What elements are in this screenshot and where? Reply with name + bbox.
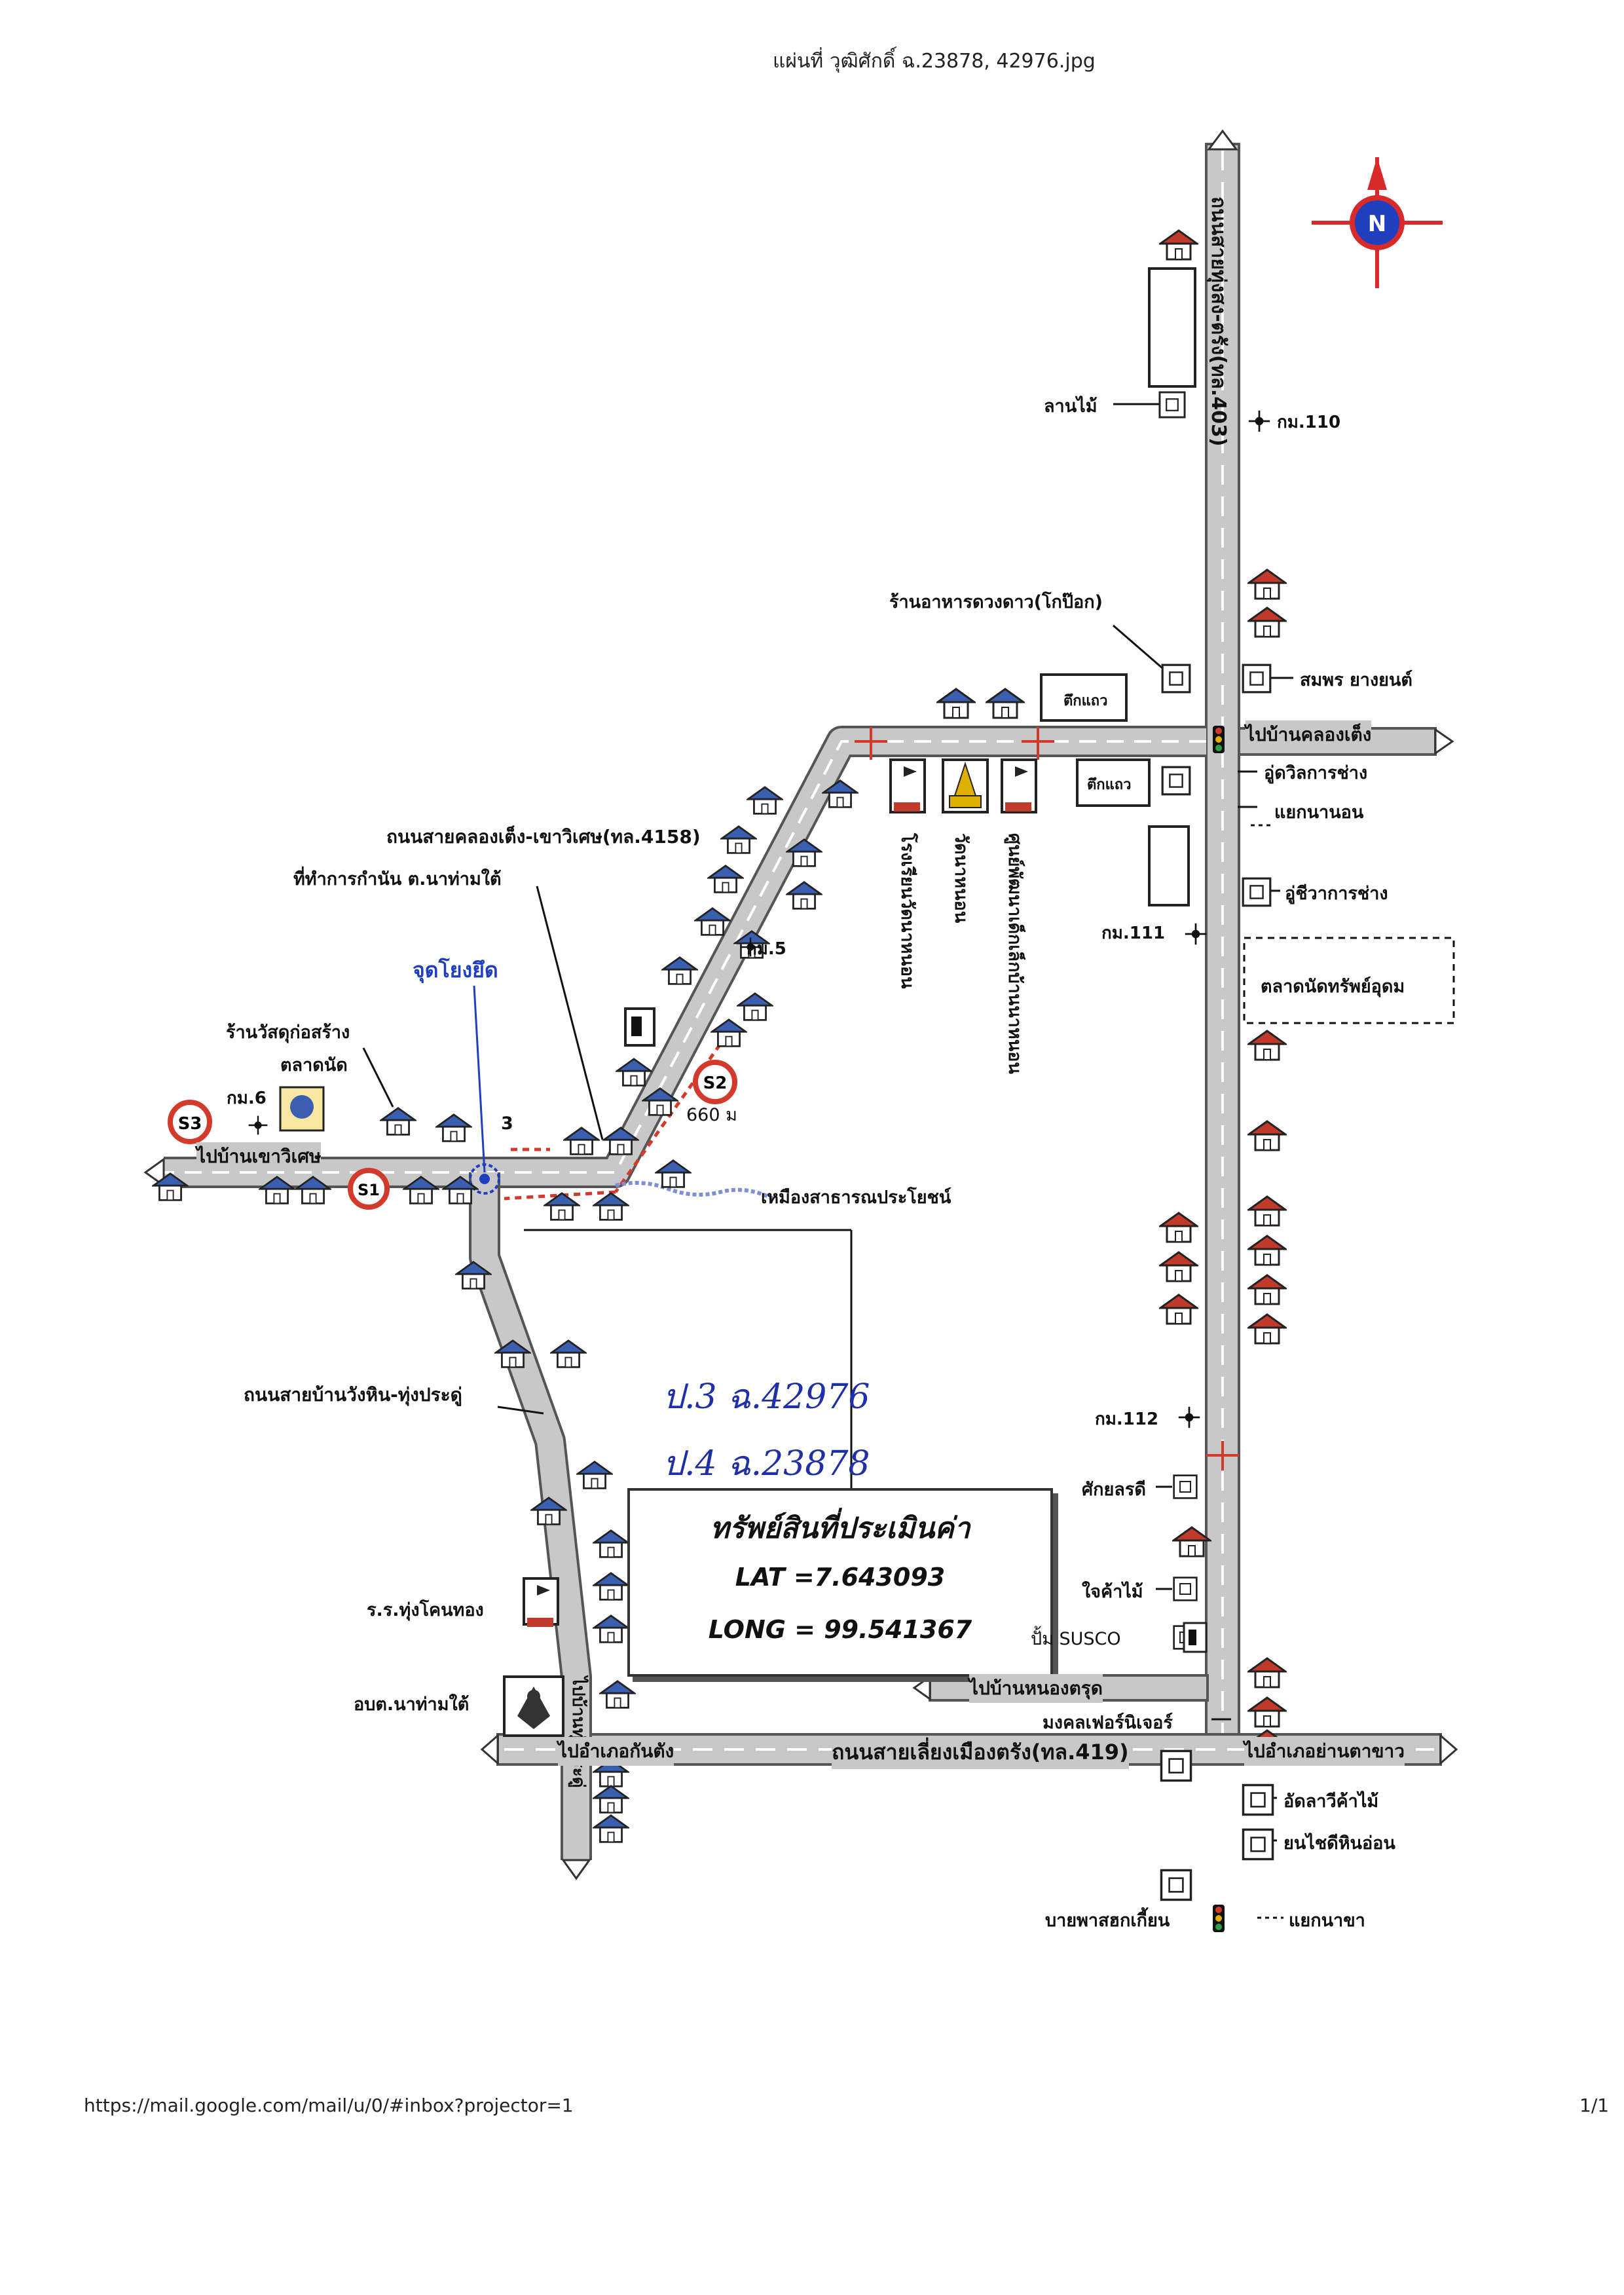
mine-stream-line: [615, 1181, 774, 1201]
label-sompong: สมพร ยางยนต์: [1300, 670, 1412, 690]
label-shophouse-1: ตึกแถว: [1063, 693, 1108, 709]
label-shophouse-2: ตึกแถว: [1087, 777, 1132, 793]
label-material-shop: ร้านวัสดุก่อสร้าง: [226, 1022, 350, 1043]
compass-letter: N: [1368, 211, 1386, 237]
label-mongkol: มงคลเฟอร์นิเจอร์: [1043, 1713, 1173, 1733]
label-saktidet: ศักยลรดี: [1082, 1480, 1146, 1500]
label-reference-point: จุดโยงยึด: [413, 958, 498, 982]
talad-nat-box: [1243, 937, 1455, 1024]
label-yonchai: ยนไชดีหินอ่อน: [1283, 1833, 1395, 1854]
route-sign-s2: S2: [693, 1060, 737, 1104]
label-talad-nat-subudom: ตลาดนัดทรัพย์อุดม: [1261, 977, 1405, 997]
direction-to-thung-pradu: ไปบ้านทุ่งประดู่: [568, 1677, 588, 1788]
footer-url[interactable]: https://mail.google.com/mail/u/0/#inbox?…: [84, 2095, 574, 2116]
wang-hin-road-label: ถนนสายบ้านวังหิน-ทุ่งประดู่: [244, 1384, 462, 1406]
reference-point-pointer: [473, 985, 486, 1173]
label-restaurant: ร้านอาหารดวงดาว(โกป๊อก): [889, 592, 1103, 612]
direction-to-khlongleng: ไปบ้านคลองเต็ง: [1246, 720, 1372, 749]
label-child-center: ศูนย์พัฒนาเด็กเล็กบ้านนาหนอน: [1005, 833, 1025, 1074]
asset-info-box: ทรัพย์สินที่ประเมินค่า LAT =7.643093 LON…: [627, 1488, 1053, 1677]
asset-long: LONG = 99.541367: [708, 1615, 972, 1644]
label-uchiwa: อู่ชีวาการช่าง: [1285, 884, 1388, 904]
government-emblem-icon: [503, 1675, 564, 1737]
label-uduan: อู่ดวิลการช่าง: [1264, 763, 1368, 783]
handwritten-note-2: ป.4 ฉ.23878: [663, 1444, 870, 1483]
label-school-wat: โรงเรียนวัดนาหนอน: [897, 833, 917, 989]
route-sign-s3-text: S3: [178, 1114, 202, 1134]
asset-lat: LAT =7.643093: [735, 1563, 946, 1592]
bypass-419-label: ถนนสายเลี่ยงเมืองตรัง(ทล.419): [832, 1736, 1129, 1769]
route-sign-s2-text: S2: [703, 1073, 728, 1093]
school-flag-icon: [523, 758, 1037, 1627]
handwritten-note-1: ป.3 ฉ.42976: [663, 1377, 870, 1417]
label-aorbortor: อบต.นาท่ามใต้: [354, 1694, 470, 1715]
temple-icon: [942, 758, 989, 813]
label-talad-nat-2: ตลาดนัด: [280, 1055, 348, 1075]
km-112-label: กม.112: [1095, 1409, 1159, 1429]
route-sign-s3: S3: [168, 1100, 212, 1144]
direction-to-nongkhrut: ไปบ้านหนองตรุด: [969, 1674, 1103, 1703]
label-mine: เหมืองสาธารณประโยชน์: [761, 1187, 951, 1208]
label-wat: วัดนาหนอน: [951, 833, 971, 924]
route-sign-s1: S1: [348, 1168, 390, 1210]
gas-station-icon: [624, 1007, 1208, 1653]
page-header-title: แผ่นที่ วุฒิศักดิ์ ฉ.23878, 42976.jpg: [773, 50, 1096, 73]
route-sign-s1-text: S1: [358, 1181, 380, 1199]
label-sawmill: ลานไม้: [1044, 396, 1098, 417]
direction-to-kantang: ไปอำเภอกันตัง: [558, 1737, 674, 1766]
footer-page-number: 1/1: [1579, 2095, 1610, 2116]
label-adla: อัดลาวีค้าไม้: [1283, 1791, 1379, 1812]
highway-403-label: ถนนสายทุ่งสง-ตรัง(ทล.403): [1207, 196, 1230, 447]
direction-to-khaowiset: ไปบ้านเขาวิเศษ: [196, 1142, 322, 1171]
shophouse-blocks: [1040, 267, 1196, 906]
label-school-thung-khon-thong: ร.ร.ทุ่งโคนทอง: [367, 1600, 484, 1620]
label-baiphat: บายพาสฮกเกี้ยน: [1045, 1911, 1170, 1931]
distance-s2: 660 ม: [686, 1105, 737, 1125]
compass-icon: N: [1312, 157, 1443, 288]
traffic-light-icon: [1213, 726, 1225, 1932]
reference-point-marker: [469, 1163, 500, 1195]
direction-to-yan-ta-khao: ไปอำเภอย่านตาขาว: [1244, 1737, 1405, 1766]
label-yaek-na-kha: แยกนาขา: [1289, 1911, 1365, 1931]
km-111-label: กม.111: [1101, 924, 1166, 943]
road-crossing-marks: [855, 727, 1239, 1470]
km-5-label: กม.5: [747, 939, 786, 959]
road-4158-label: ถนนสายคลองเต็ง-เขาวิเศษ(ทล.4158): [386, 826, 701, 848]
asset-title: ทรัพย์สินที่ประเมินค่า: [710, 1512, 970, 1545]
label-kamnan-office: ที่ทำการกำนัน ต.นาท่ามใต้: [293, 869, 502, 889]
label-susco: ปั้ม SUSCO: [1031, 1629, 1121, 1649]
highway-403-road: [1205, 129, 1240, 1757]
label-yaek-na-non: แยกนานอน: [1274, 802, 1364, 823]
km-110-label: กม.110: [1277, 413, 1341, 432]
label-jaika: ใจค้าไม้: [1082, 1582, 1143, 1602]
distance-s1-offset: 3: [501, 1113, 513, 1134]
km-6-label: กม.6: [227, 1089, 267, 1108]
shop-emblem-icon: [279, 1086, 325, 1132]
